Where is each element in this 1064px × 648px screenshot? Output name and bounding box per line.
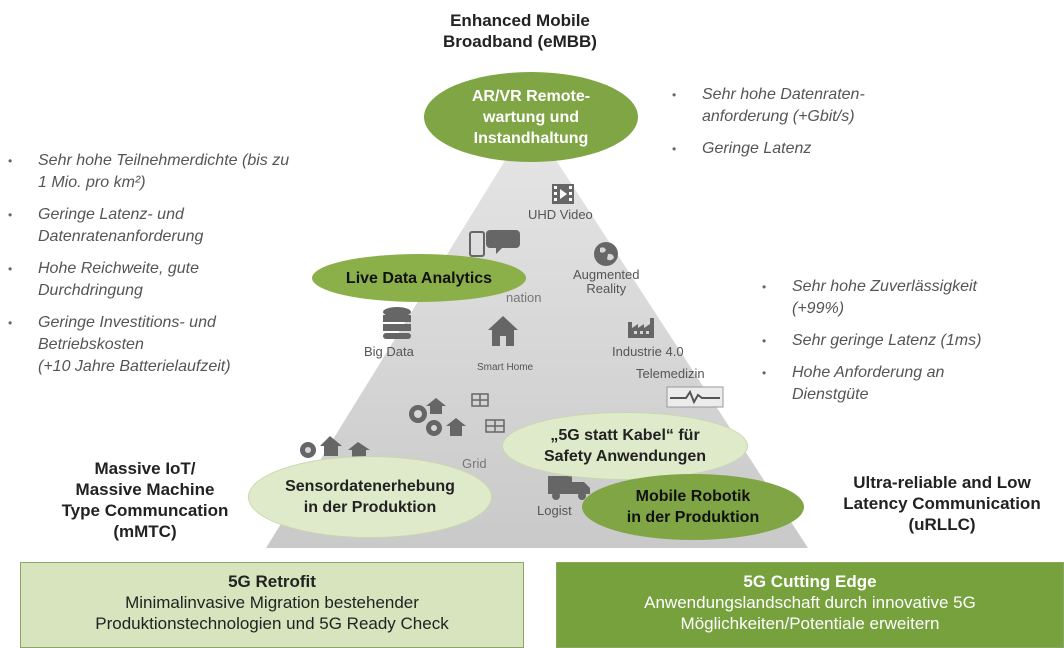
urllc-bullet: Sehr geringe Latenz (1ms) bbox=[760, 330, 981, 352]
retrofit-line: Produktionstechnologien und 5G Ready Che… bbox=[95, 614, 449, 633]
logistics-label-fragment: Logist bbox=[537, 503, 572, 518]
gauge-icon bbox=[409, 398, 466, 436]
video-icon bbox=[552, 184, 574, 204]
chat-phone-icon bbox=[469, 230, 520, 257]
embb-bullets: Sehr hohe Datenraten-anforderung (+Gbit/… bbox=[670, 84, 865, 170]
solar-panel-icon bbox=[471, 393, 505, 433]
mmtc-bullet: Sehr hohe Teilnehmerdichte (bis zu1 Mio.… bbox=[6, 150, 289, 194]
retrofit-title: 5G Retrofit bbox=[228, 572, 316, 591]
cutting-edge-box: 5G Cutting Edge Anwendungslandschaft dur… bbox=[556, 562, 1064, 648]
heartbeat-icon bbox=[666, 386, 724, 408]
embb-bullet: Geringe Latenz bbox=[670, 138, 865, 160]
smart-home-label: Smart Home bbox=[477, 362, 534, 373]
nation-label-fragment: nation bbox=[506, 290, 542, 305]
uhd-video-label: UHD Video bbox=[528, 207, 593, 222]
mmtc-title: Massive IoT/Massive Machine Type Communc… bbox=[61, 459, 229, 541]
big-data-label: Big Data bbox=[364, 344, 414, 359]
urllc-bullet: Sehr hohe Zuverlässigkeit(+99%) bbox=[760, 276, 981, 320]
cutting-edge-title: 5G Cutting Edge bbox=[743, 572, 877, 591]
house-icon bbox=[488, 316, 518, 346]
mmtc-bullets: Sehr hohe Teilnehmerdichte (bis zu1 Mio.… bbox=[6, 150, 289, 388]
urllc-bullets: Sehr hohe Zuverlässigkeit(+99%) Sehr ger… bbox=[760, 276, 981, 416]
embb-bullet: Sehr hohe Datenraten-anforderung (+Gbit/… bbox=[670, 84, 865, 128]
cutting-edge-line: Anwendungslandschaft durch innovative 5G bbox=[644, 593, 976, 612]
database-icon bbox=[383, 307, 411, 339]
industrie-label: Industrie 4.0 bbox=[612, 344, 684, 359]
retrofit-box: 5G Retrofit Minimalinvasive Migration be… bbox=[20, 562, 524, 648]
cutting-edge-line: Möglichkeiten/Potentiale erweitern bbox=[680, 614, 940, 633]
factory-icon bbox=[628, 318, 654, 338]
telemedizin-label: Telemedizin bbox=[636, 366, 705, 381]
live-data-analytics-use-case: Live Data Analytics bbox=[312, 254, 526, 302]
truck-icon bbox=[548, 476, 590, 500]
globe-icon bbox=[594, 242, 618, 266]
grid-label-fragment: Grid bbox=[462, 456, 487, 471]
mmtc-bullet: Geringe Investitions- undBetriebskosten(… bbox=[6, 312, 289, 378]
gauge-icon bbox=[300, 436, 370, 458]
retrofit-line: Minimalinvasive Migration bestehender bbox=[125, 593, 419, 612]
